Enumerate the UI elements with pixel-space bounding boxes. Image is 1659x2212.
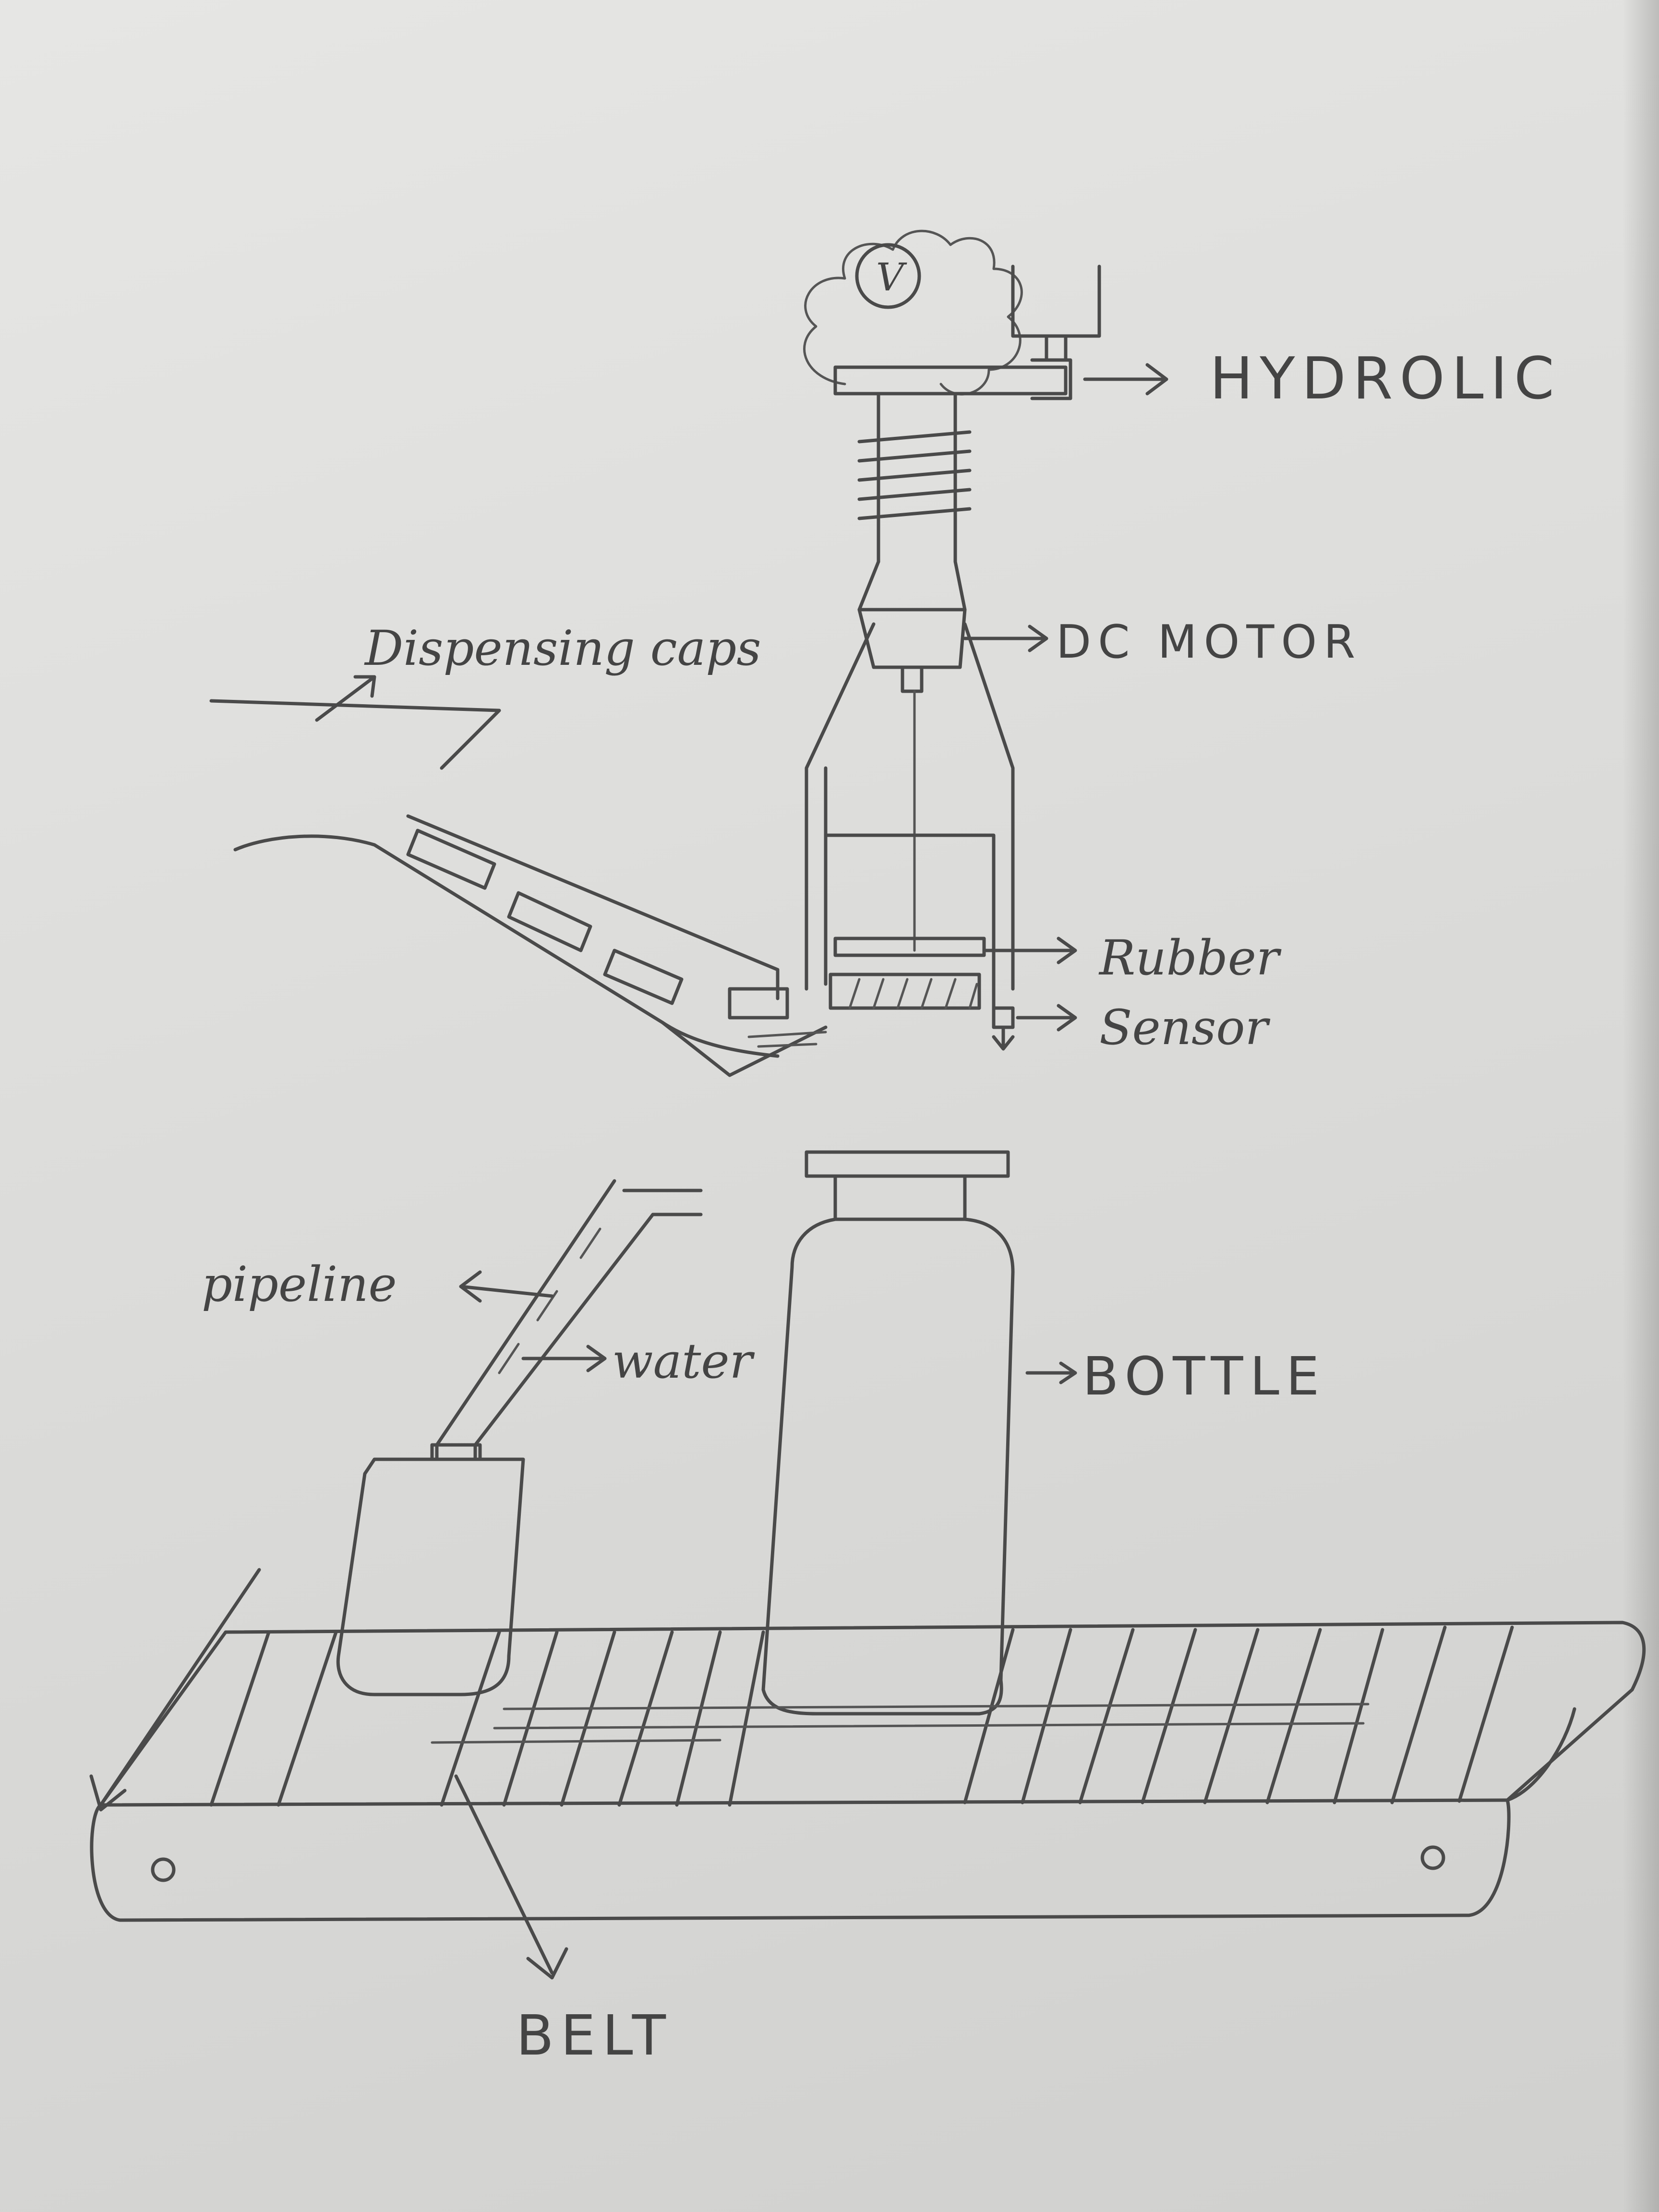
belt-right-drum [1507, 1709, 1575, 1800]
bottle-body [763, 1219, 1013, 1714]
conveyor-belt: BELT [91, 1570, 1644, 2068]
cap-on-chute [408, 830, 494, 888]
cap-holder-box [826, 835, 994, 965]
rubber-label: Rubber [1098, 930, 1282, 986]
bottle-cap-on-top [806, 1152, 1008, 1176]
belt-right-roller [1422, 1847, 1443, 1868]
piston-taper [859, 562, 965, 610]
belt-pointer [456, 1776, 566, 1978]
dispensing-caps-label: Dispensing caps [364, 620, 761, 676]
motor-shaft-coupler [902, 667, 922, 691]
sensor-body [994, 965, 1013, 1027]
water-label: water [612, 1333, 755, 1389]
belt-slats [211, 1627, 1512, 1805]
hydraulic-arrow [1085, 365, 1166, 394]
bottle-arrow [1027, 1363, 1075, 1382]
dc-motor-arrow [965, 626, 1046, 650]
rubber-arrow [984, 938, 1075, 962]
dispenser-pointer-line [211, 701, 499, 768]
frame-right-leg [965, 624, 1013, 989]
valve-stem [1046, 336, 1066, 360]
dc-motor-label: DC MOTOR [1056, 616, 1362, 669]
held-cap [830, 974, 979, 1008]
sensor-beam [994, 1027, 1013, 1049]
filling-container [338, 1459, 523, 1695]
held-cap-hatching [850, 979, 977, 1008]
chute-mouth [662, 1022, 826, 1075]
belt-front-edge [101, 1800, 1507, 1805]
dispenser-pointer-arrow [317, 677, 374, 720]
belt-label: BELT [516, 2004, 673, 2068]
top-plate [835, 367, 1066, 394]
water-pipeline-outer [437, 1181, 701, 1459]
pressure-gauge-symbol: V [876, 255, 907, 300]
capping-head-assembly: V HYDROLIC DC MOTOR Rubber [805, 231, 1561, 1056]
dc-motor-body [859, 610, 965, 667]
chute-upper-rail [408, 816, 778, 998]
cap-dispenser-chute: Dispensing caps [211, 620, 826, 1075]
bottle-neck [835, 1176, 965, 1219]
frame-left-leg [806, 624, 874, 989]
hydraulic-label: HYDROLIC [1210, 346, 1561, 412]
pipeline-label: pipeline [202, 1256, 397, 1312]
bottle-label: BOTTLE [1082, 1346, 1326, 1407]
sensor-arrow [1018, 1006, 1075, 1030]
belt-left-roller [153, 1859, 174, 1880]
water-filling-station: pipeline water [202, 1181, 755, 1695]
chute-lower-rail [235, 836, 778, 1056]
piston-spring [859, 432, 970, 518]
sensor-label: Sensor [1099, 999, 1271, 1056]
hydraulic-valve-bracket [1013, 266, 1099, 336]
cap-on-chute [509, 893, 590, 950]
rubber-gripper-pad [835, 938, 984, 955]
belt-surface-shading [432, 1704, 1368, 1743]
belt-side-body [92, 1800, 1509, 1920]
belt-direction-arrow [91, 1570, 259, 1810]
filling-nozzle [432, 1445, 480, 1459]
